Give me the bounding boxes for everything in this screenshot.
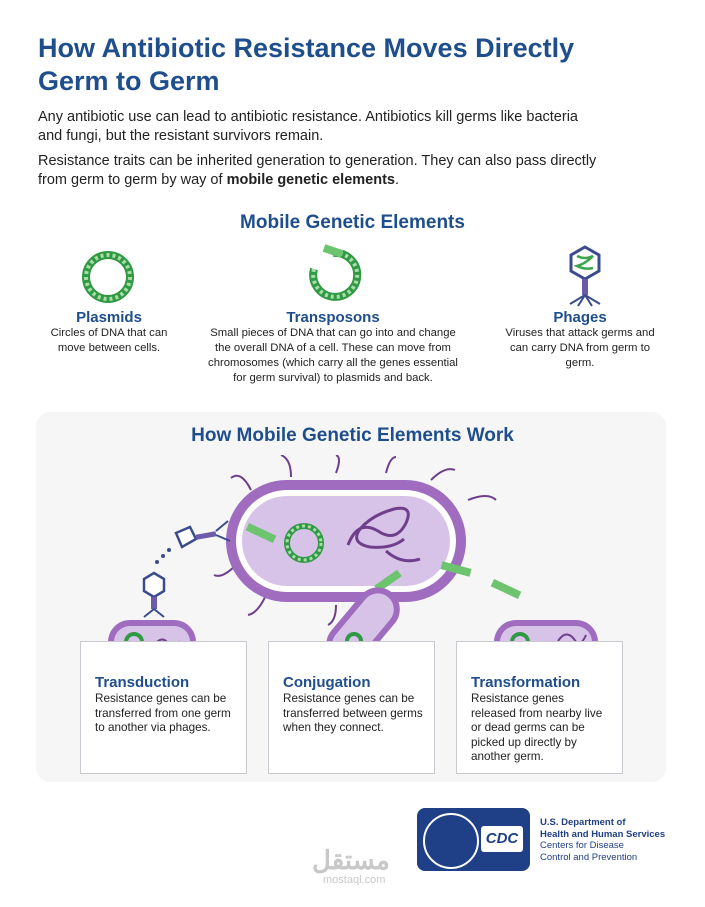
transformation-title: Transformation	[471, 674, 581, 691]
phages-title: Phages	[553, 309, 607, 326]
watermark-latin: mostaql.com	[323, 874, 386, 886]
plasmid-icon	[82, 251, 134, 303]
section-heading-how-work: How Mobile Genetic Elements Work	[191, 425, 514, 446]
phage-icon	[569, 245, 601, 307]
intro-text: Resistance traits can be inherited gener…	[38, 153, 597, 188]
conjugation-text: Resistance genes can be transferred betw…	[283, 692, 423, 734]
plasmids-title: Plasmids	[76, 309, 142, 326]
phage-transducing	[142, 571, 166, 618]
cdc-line-1: Centers for Disease	[540, 840, 624, 851]
plasmids-description: Circles of DNA that can move between cel…	[50, 327, 168, 354]
transformation-text: Resistance genes released from nearby li…	[471, 692, 603, 763]
phages-description: Viruses that attack germs and can carry …	[505, 327, 655, 369]
section-heading-mge: Mobile Genetic Elements	[240, 212, 465, 233]
transduction-card: Transduction Resistance genes can be tra…	[80, 641, 247, 774]
hhs-seal-icon	[423, 813, 479, 869]
cdc-line-2: Control and Prevention	[540, 851, 638, 863]
transposons-description: Small pieces of DNA that can go into and…	[208, 327, 458, 384]
dept-line-1: U.S. Department of	[540, 817, 626, 828]
transduction-text: Resistance genes can be transferred from…	[95, 692, 231, 734]
released-dna	[490, 579, 522, 599]
transposon-segment	[245, 523, 277, 543]
intro-punct: .	[394, 172, 400, 188]
footer-agency-text: U.S. Department of Health and Human Serv…	[540, 817, 665, 863]
transposon-icon	[309, 244, 362, 301]
intro-bold-term: mobile genetic elements	[226, 172, 395, 188]
watermark-arabic: مستقل	[312, 845, 390, 875]
intro-paragraph-2: Resistance traits can be inherited gener…	[38, 152, 598, 190]
cdc-logo-mark: CDC	[481, 826, 523, 852]
page-title: How Antibiotic Resistance Moves Directly…	[38, 33, 575, 96]
transduction-title: Transduction	[95, 674, 190, 691]
dept-line-2: Health and Human Services	[540, 828, 666, 840]
hhs-cdc-logo: CDC	[417, 808, 530, 871]
conjugation-title: Conjugation	[283, 674, 371, 691]
transposons-title: Transposons	[286, 309, 380, 326]
conjugation-card: Conjugation Resistance genes can be tran…	[268, 641, 435, 774]
intro-paragraph-1: Any antibiotic use can lead to antibioti…	[38, 109, 578, 144]
phage-attached	[174, 520, 231, 549]
transformation-card: Transformation Resistance genes released…	[456, 641, 623, 774]
chromosome	[346, 506, 410, 549]
